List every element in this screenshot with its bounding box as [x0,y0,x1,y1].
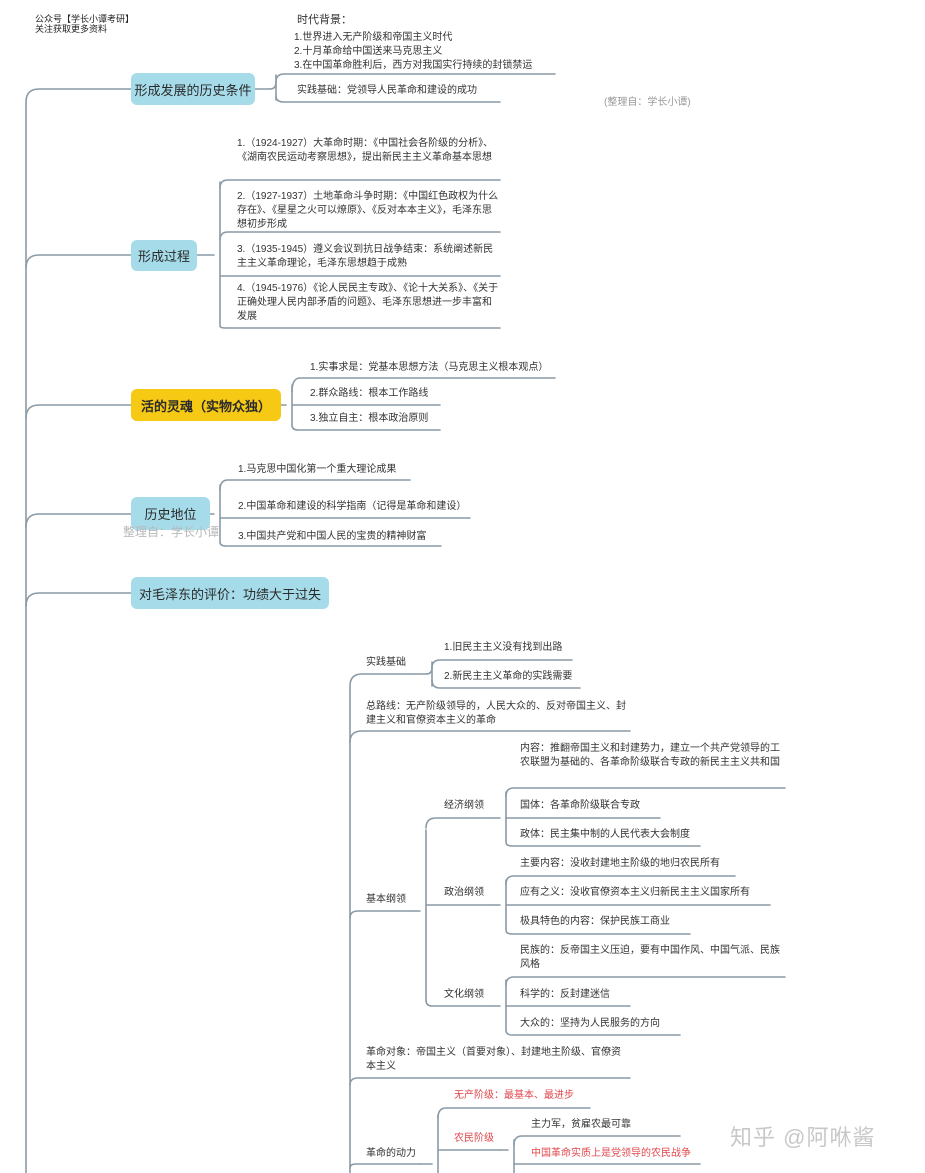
lower-practice-basis: 实践基础 [366,657,406,668]
node-formation-process[interactable]: 形成过程 [131,240,197,271]
process-item-2: 2.（1927-1937）土地革命斗争时期：《中国红色政权为什么存在》、《星星之… [237,191,499,230]
bg-title: 时代背景： [297,14,352,26]
proletariat: 无产阶级：最基本、最进步 [454,1090,574,1101]
politics-item-3: 极具特色的内容：保护民族工商业 [520,916,670,927]
politics-program: 政治纲领 [444,887,484,898]
culture-program: 文化纲领 [444,989,484,1000]
soul-item-1: 1.实事求是：党基本思想方法（马克思主义根本观点） [310,362,549,373]
process-item-4: 4.（1945-1976）《论人民民主专政》、《论十大关系》、《关于正确处理人民… [237,283,499,322]
econ-program: 经济纲领 [444,800,484,811]
node-living-soul[interactable]: 活的灵魂（实物众独） [131,389,281,421]
soul-item-3: 3.独立自主：根本政治原则 [310,413,429,424]
econ-item-2: 国体：各革命阶级联合专政 [520,800,640,811]
bg-item-1: 1.世界进入无产阶级和帝国主义时代 [294,32,453,43]
node-history-conditions[interactable]: 形成发展的历史条件 [131,73,255,105]
general-line: 总路线：无产阶级领导的，人民大众的、反对帝国主义、封建主义和官僚资本主义的革命 [366,701,626,726]
politics-item-2: 应有之义：没收官僚资本主义归新民主主义国家所有 [520,887,750,898]
culture-item-2: 科学的：反封建迷信 [520,989,610,1000]
status-item-3: 3.中国共产党和中国人民的宝贵的精神财富 [238,531,427,542]
process-item-1: 1.（1924-1927）大革命时期：《中国社会各阶级的分析》、《湖南农民运动考… [237,138,494,163]
peasant-class: 农民阶级 [454,1133,494,1144]
soul-item-2: 2.群众路线：根本工作路线 [310,388,429,399]
practice-basis-text: 实践基础：党领导人民革命和建设的成功 [297,85,477,96]
header-line-1: 公众号【学长小谭考研】 [35,14,135,24]
basic-program: 基本纲领 [366,894,406,905]
zhihu-watermark: 知乎 @阿咻酱 [730,1125,876,1150]
revolution-targets: 革命对象：帝国主义（首要对象）、封建地主阶级、官僚资本主义 [366,1047,621,1072]
bg-item-3: 3.在中国革命胜利后，西方对我国实行持续的封锁禁运 [294,60,533,71]
econ-item-3: 政体：民主集中制的人民代表大会制度 [520,829,690,840]
culture-item-1: 民族的：反帝国主义压迫，要有中国作风、中国气派、民族风格 [520,945,780,970]
peasant-item-2: 中国革命实质上是党领导的农民战争 [531,1148,691,1159]
lower-practice-item-2: 2.新民主主义革命的实践需要 [444,671,573,682]
watermark-mid: 整理自：学长小谭 [123,525,220,539]
econ-item-1: 内容：推翻帝国主义和封建势力，建立一个共产党领导的工农联盟为基础的、各革命阶级联… [520,743,780,768]
status-item-2: 2.中国革命和建设的科学指南（记得是革命和建设） [238,501,467,512]
status-item-1: 1.马克思中国化第一个重大理论成果 [238,464,397,475]
node-historical-status[interactable]: 历史地位 [131,497,210,530]
header-line-2: 关注获取更多资料 [35,24,108,34]
watermark-top: (整理自：学长小谭) [604,97,691,108]
culture-item-3: 大众的：坚持为人民服务的方向 [520,1018,660,1029]
node-mao-evaluation[interactable]: 对毛泽东的评价：功绩大于过失 [131,577,329,609]
peasant-item-1: 主力军，贫雇农最可靠 [531,1119,631,1130]
lower-practice-item-1: 1.旧民主主义没有找到出路 [444,642,563,653]
revolution-motive: 革命的动力 [366,1148,416,1159]
bg-item-2: 2.十月革命给中国送来马克思主义 [294,46,443,57]
politics-item-1: 主要内容：没收封建地主阶级的地归农民所有 [520,858,720,869]
process-item-3: 3.（1935-1945）遵义会议到抗日战争结束：系统阐述新民主主义革命理论，毛… [237,244,494,269]
